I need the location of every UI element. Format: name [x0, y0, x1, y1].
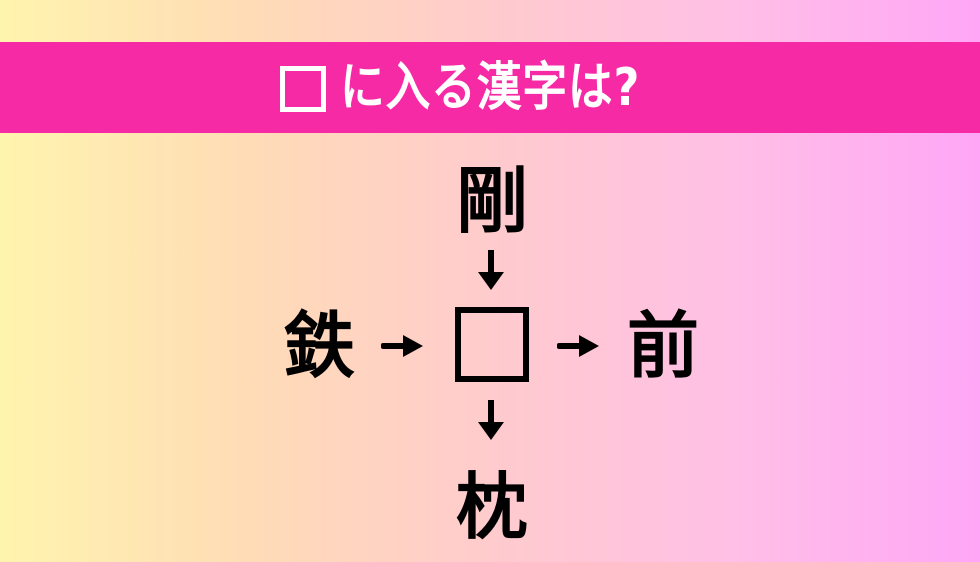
title-banner: に入る漢字は?: [0, 42, 980, 133]
banner-content: に入る漢字は?: [280, 62, 689, 114]
arrow-down-icon: [476, 400, 506, 442]
kanji-left: 鉄: [282, 304, 355, 388]
kanji-bottom: 枕: [455, 465, 528, 549]
kanji-right: 前: [626, 304, 699, 388]
kanji-top: 剛: [455, 159, 528, 243]
arrow-down-icon: [476, 250, 506, 292]
blank-square-icon: [280, 65, 327, 112]
arrow-right-icon: [381, 334, 425, 358]
arrow-right-icon: [557, 334, 601, 358]
banner-title: に入る漢字は?: [340, 57, 641, 118]
answer-blank-box: [455, 307, 529, 382]
